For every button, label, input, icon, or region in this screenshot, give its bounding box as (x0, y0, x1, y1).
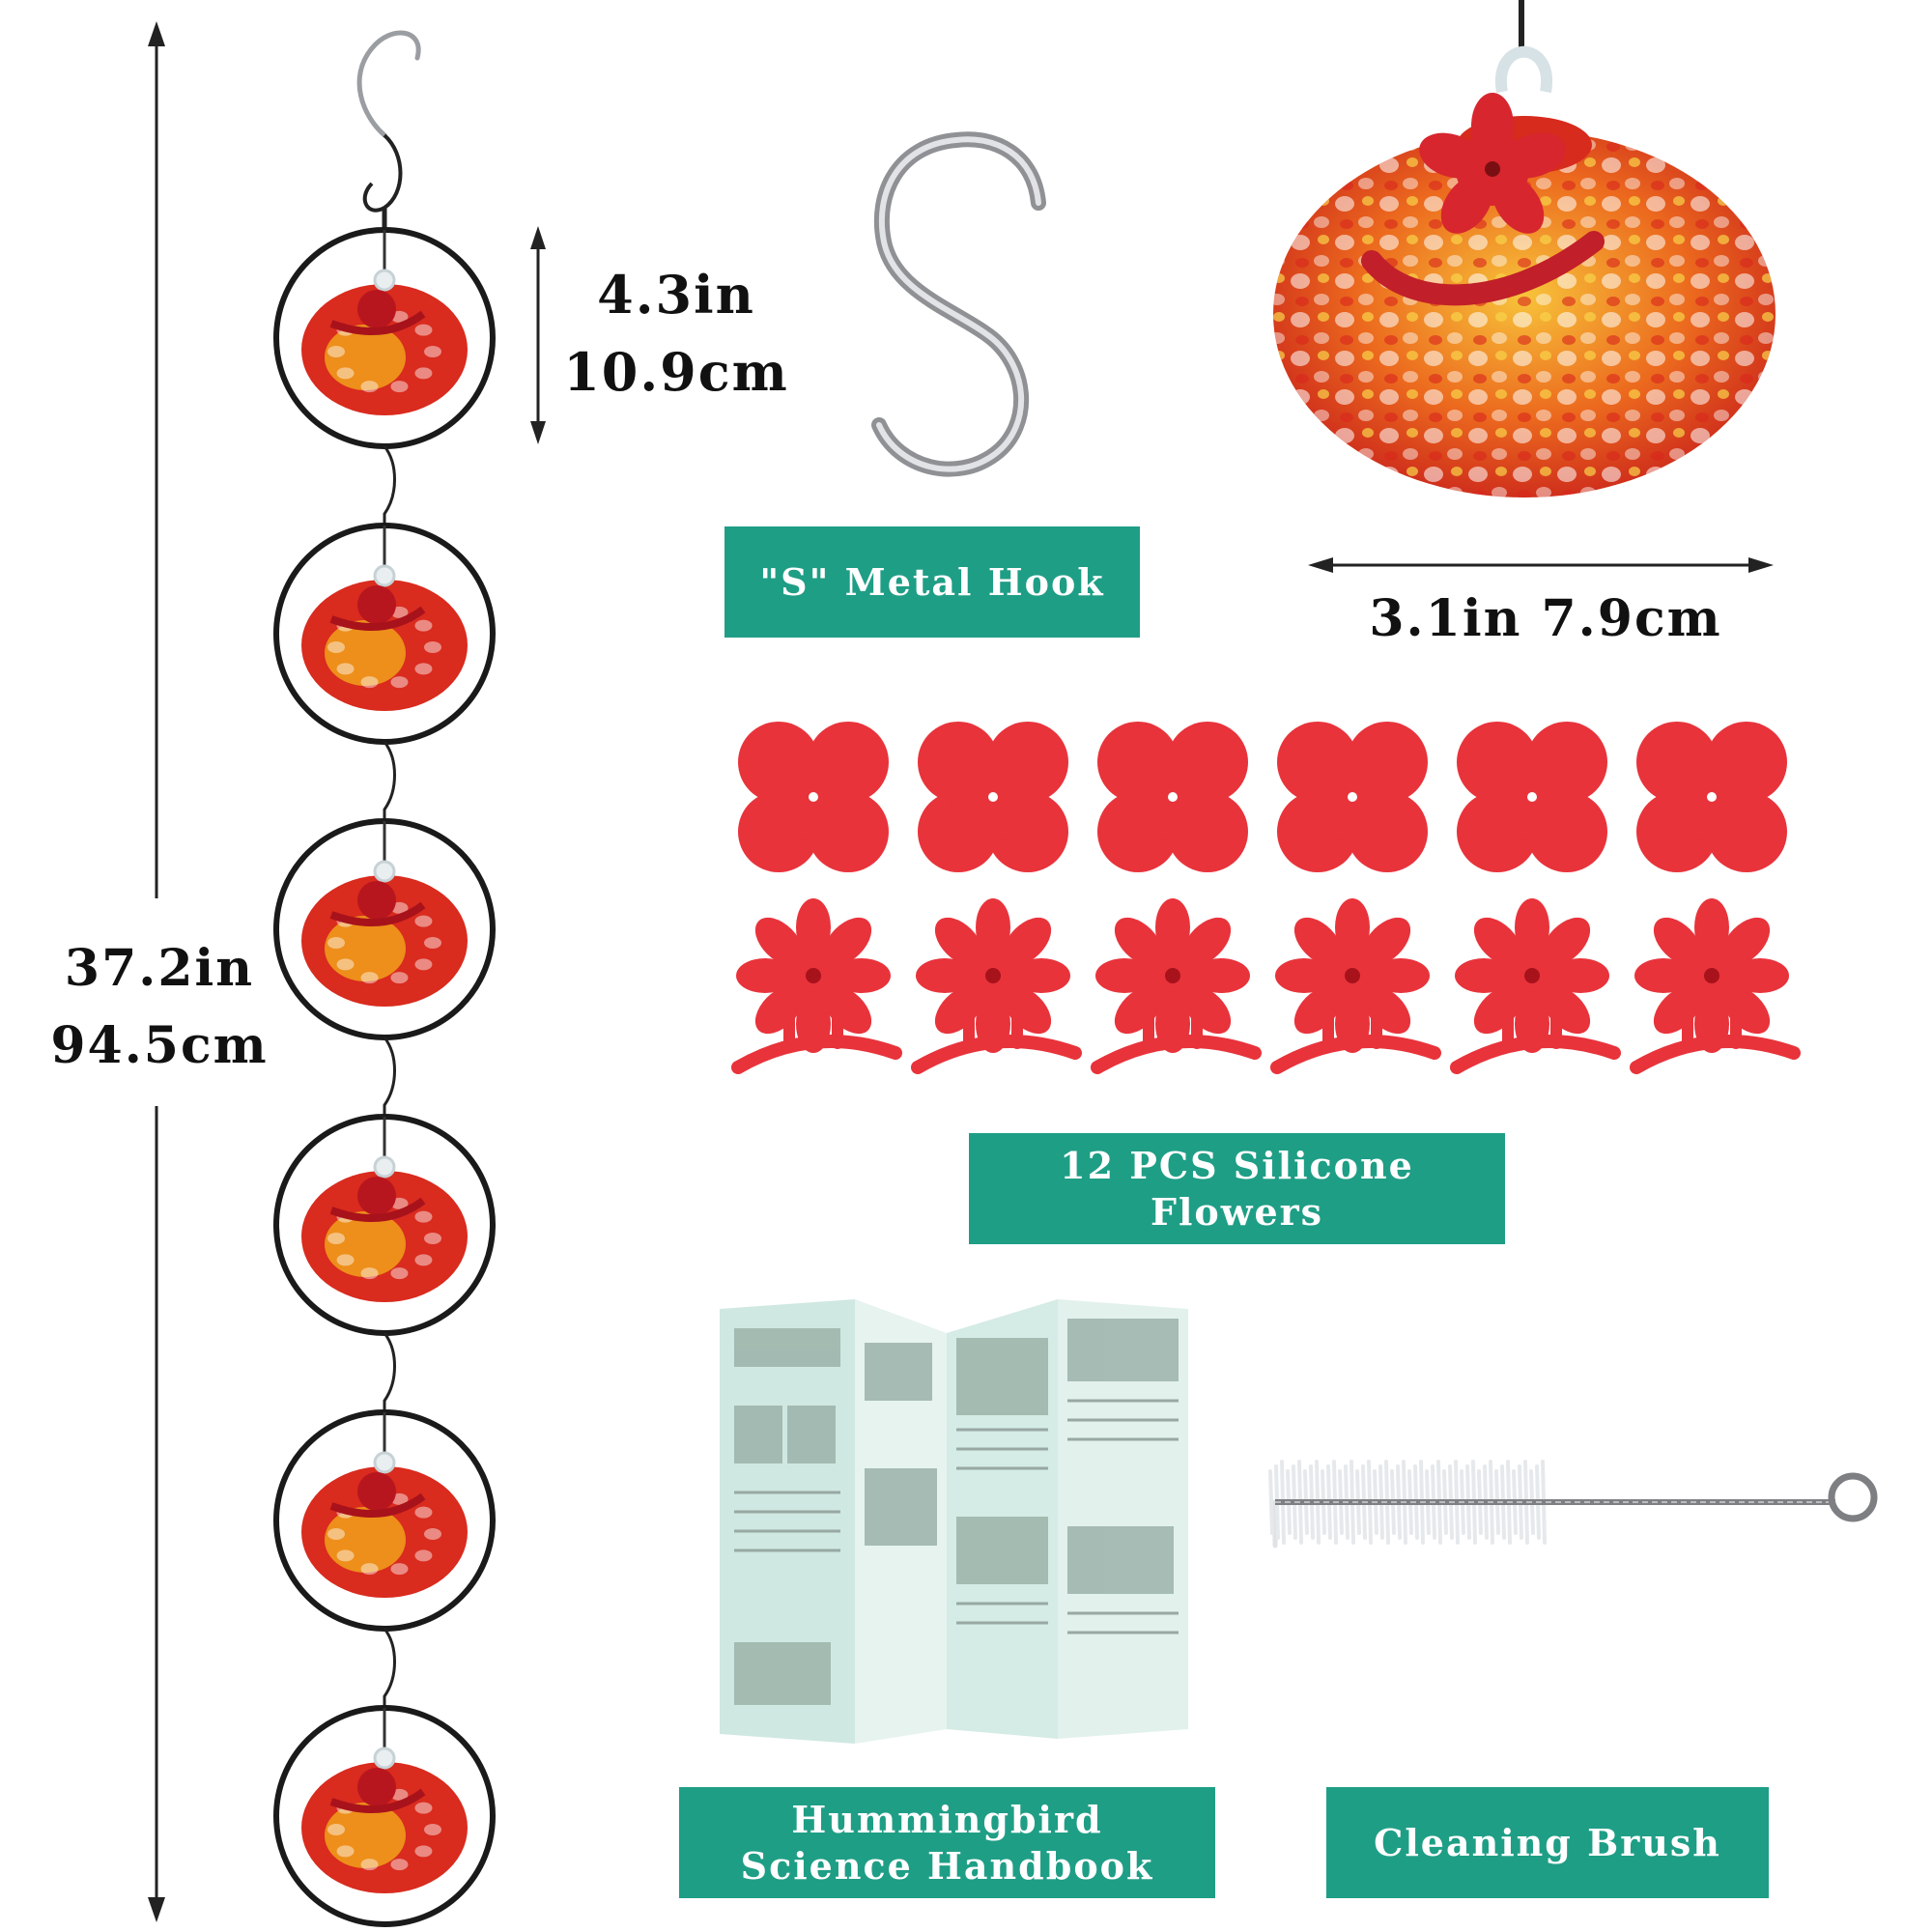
feeder-unit (273, 227, 496, 449)
feeder-unit (273, 523, 496, 745)
flat-flower-icon (1636, 722, 1787, 872)
perch-flower-icon (1450, 898, 1621, 1074)
perch-flower-icon (731, 898, 902, 1074)
flat-flower-icon (1457, 722, 1607, 872)
flat-flower-icon (738, 722, 889, 872)
total-height-in: 37.2in (64, 939, 255, 998)
handbook-label: Hummingbird Science Handbook (679, 1787, 1215, 1898)
total-height-cm: 94.5cm (50, 1016, 269, 1075)
feeder-unit (273, 1114, 496, 1336)
flat-flower-icon (1277, 722, 1428, 872)
brush-label: Cleaning Brush (1326, 1787, 1769, 1898)
perch-flower-icon (1270, 898, 1441, 1074)
flat-flower-icon (918, 722, 1068, 872)
feeder-unit (273, 1409, 496, 1632)
handbook-label-line1: Hummingbird (791, 1798, 1103, 1841)
perch-flower-icon (911, 898, 1082, 1074)
perch-flower-icon (1091, 898, 1262, 1074)
hook-label: "S" Metal Hook (724, 526, 1140, 638)
flat-flower-icon (1097, 722, 1248, 872)
handbook-label-line2: Science Handbook (740, 1843, 1154, 1888)
flowers-label: 12 PCS Silicone Flowers (969, 1133, 1505, 1244)
feeder-unit (273, 1705, 496, 1927)
feeder-height-cm: 10.9cm (563, 341, 789, 403)
feeder-height-in: 4.3in (597, 264, 755, 326)
perch-flower-icon (1630, 898, 1801, 1074)
feeder-width: 3.1in 7.9cm (1369, 589, 1722, 648)
